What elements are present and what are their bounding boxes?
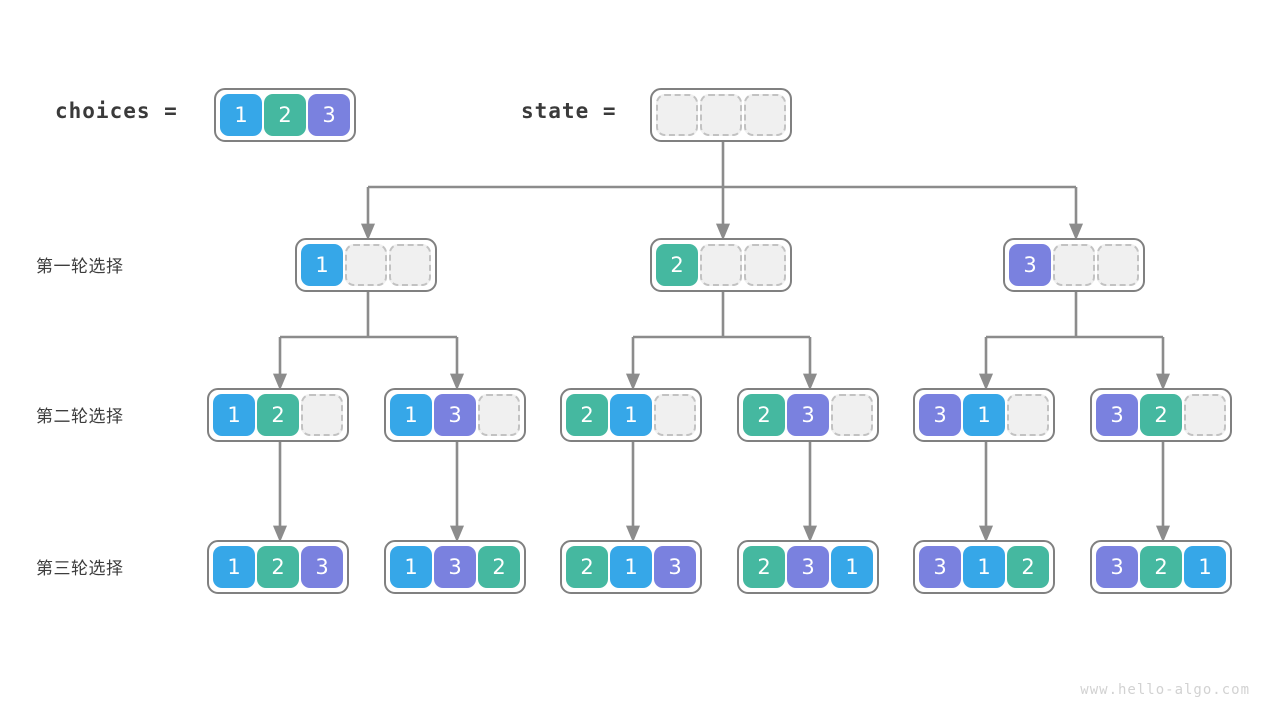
cell-empty (654, 394, 696, 436)
state-label: state = (521, 99, 617, 123)
cell-value-2: 2 (656, 244, 698, 286)
cell-value-1: 1 (390, 394, 432, 436)
cell-value-1: 1 (963, 394, 1005, 436)
cell-value-1: 1 (213, 546, 255, 588)
cell-empty (478, 394, 520, 436)
cell-value-2: 2 (264, 94, 306, 136)
cell-value-2: 2 (257, 546, 299, 588)
row-label-round-3: 第三轮选择 (36, 559, 124, 579)
cell-value-3: 3 (1096, 546, 1138, 588)
cell-value-1: 1 (301, 244, 343, 286)
cell-value-2: 2 (743, 546, 785, 588)
cell-value-2: 2 (1007, 546, 1049, 588)
cell-empty (656, 94, 698, 136)
cell-empty (1007, 394, 1049, 436)
cell-value-1: 1 (220, 94, 262, 136)
cell-empty (700, 94, 742, 136)
cell-value-3: 3 (919, 546, 961, 588)
cell-empty (744, 244, 786, 286)
cell-empty (345, 244, 387, 286)
tree-node-n-1: 1 (295, 238, 437, 292)
choices-label: choices = (55, 99, 178, 123)
cell-value-3: 3 (654, 546, 696, 588)
cell-value-2: 2 (566, 394, 608, 436)
cell-value-2: 2 (257, 394, 299, 436)
cell-value-3: 3 (308, 94, 350, 136)
cell-value-3: 3 (1096, 394, 1138, 436)
cell-empty (831, 394, 873, 436)
cell-empty (744, 94, 786, 136)
cell-value-3: 3 (787, 546, 829, 588)
cell-empty (389, 244, 431, 286)
cell-value-3: 3 (919, 394, 961, 436)
row-label-round-2: 第二轮选择 (36, 407, 124, 427)
cell-value-2: 2 (1140, 546, 1182, 588)
cell-value-1: 1 (390, 546, 432, 588)
cell-empty (1053, 244, 1095, 286)
tree-node-n-3: 3 (1003, 238, 1145, 292)
cell-value-3: 3 (434, 394, 476, 436)
state-array (650, 88, 792, 142)
cell-value-1: 1 (1184, 546, 1226, 588)
cell-value-3: 3 (434, 546, 476, 588)
cell-value-1: 1 (610, 394, 652, 436)
cell-value-2: 2 (743, 394, 785, 436)
cell-empty (700, 244, 742, 286)
watermark: www.hello-algo.com (1080, 682, 1250, 698)
cell-value-1: 1 (610, 546, 652, 588)
cell-value-3: 3 (787, 394, 829, 436)
cell-value-2: 2 (478, 546, 520, 588)
cell-empty (301, 394, 343, 436)
cell-value-2: 2 (566, 546, 608, 588)
cell-value-2: 2 (1140, 394, 1182, 436)
cell-value-3: 3 (301, 546, 343, 588)
row-label-round-1: 第一轮选择 (36, 257, 124, 277)
cell-empty (1184, 394, 1226, 436)
cell-value-1: 1 (963, 546, 1005, 588)
cell-value-1: 1 (831, 546, 873, 588)
cell-value-1: 1 (213, 394, 255, 436)
tree-node-n-2: 2 (650, 238, 792, 292)
cell-value-3: 3 (1009, 244, 1051, 286)
cell-empty (1097, 244, 1139, 286)
